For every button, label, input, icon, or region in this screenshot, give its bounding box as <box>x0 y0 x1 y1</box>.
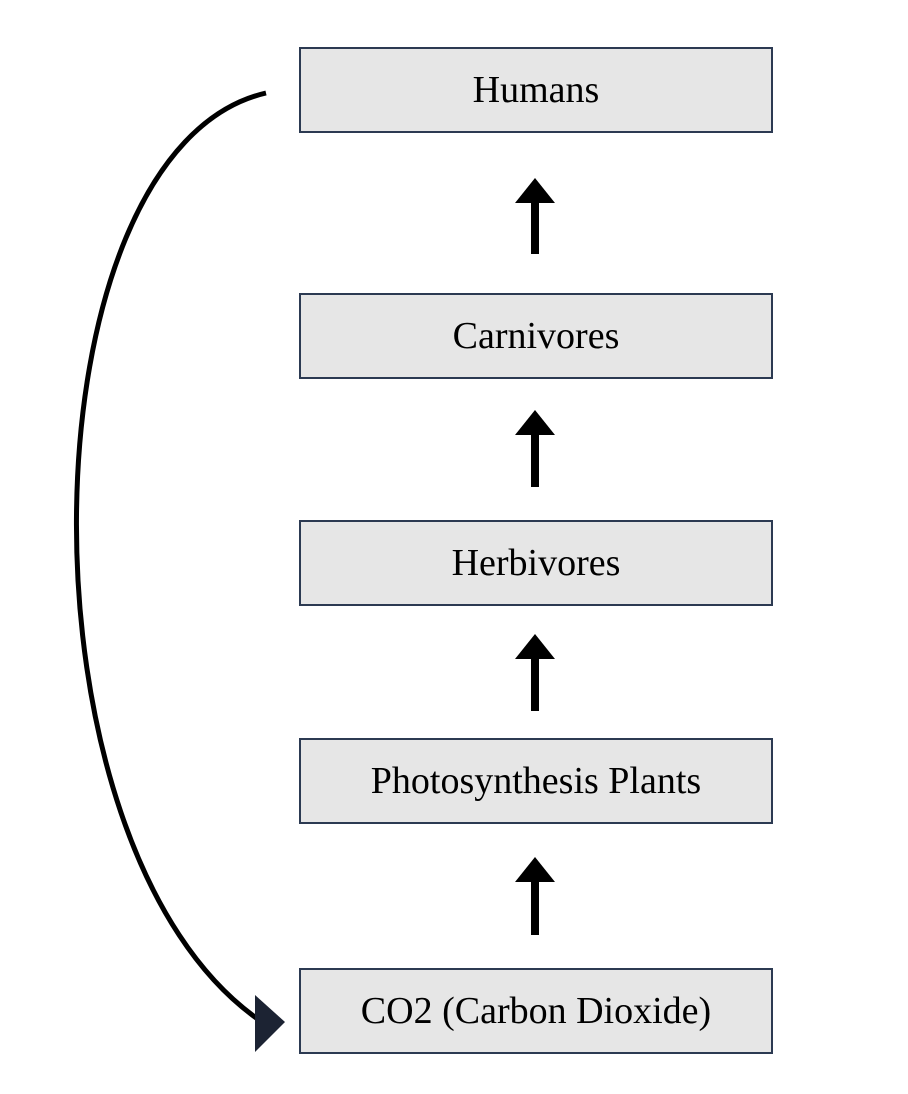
node-herbivores-label: Herbivores <box>451 542 621 584</box>
node-humans-label: Humans <box>472 69 600 111</box>
arrow-humans-to-co2-loop <box>74 90 285 1052</box>
arrow-plants-to-herbivores <box>515 634 555 711</box>
node-photosynthesis-plants-label: Photosynthesis Plants <box>370 760 702 802</box>
node-carnivores-label: Carnivores <box>452 315 620 357</box>
node-photosynthesis-plants: Photosynthesis Plants <box>299 738 773 824</box>
arrow-herbivores-to-carnivores <box>515 410 555 487</box>
node-co2: CO2 (Carbon Dioxide) <box>299 968 773 1054</box>
node-co2-label: CO2 (Carbon Dioxide) <box>360 990 712 1032</box>
node-carnivores: Carnivores <box>299 293 773 379</box>
node-humans: Humans <box>299 47 773 133</box>
node-herbivores: Herbivores <box>299 520 773 606</box>
arrow-carnivores-to-humans <box>515 178 555 254</box>
arrow-co2-to-plants <box>515 857 555 935</box>
